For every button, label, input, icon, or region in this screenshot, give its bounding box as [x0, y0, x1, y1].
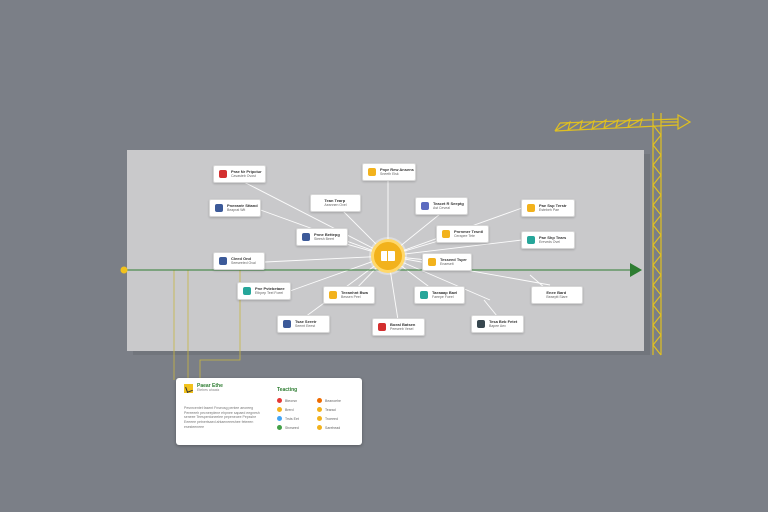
node-label: Teeanhnt Bwa	[341, 289, 368, 295]
yellow-doc-icon	[527, 204, 535, 212]
blue-person-icon	[219, 257, 227, 265]
teal-leaf-icon	[243, 287, 251, 295]
node-sublabel: Aeannen Ovel	[324, 202, 347, 207]
yellow-doc-icon	[428, 258, 436, 266]
blue-person-icon	[283, 320, 291, 328]
status-dot-icon	[277, 425, 282, 430]
node-sublabel: Ast Ceveal	[433, 205, 450, 210]
node-sublabel: Cavasteb Ovost	[231, 173, 256, 178]
node-label: Tesa Beb Fetet	[489, 318, 518, 324]
node-sublabel: Faeepe Foeel	[432, 294, 454, 299]
warning-sign-icon	[184, 384, 193, 393]
legend-title: Paear Ethe	[197, 383, 223, 390]
legend-key: Brerd	[277, 407, 317, 412]
legend-key: Stvrseed	[277, 425, 317, 430]
node-label: Enee Bard	[546, 289, 567, 295]
yellow-doc-icon	[329, 291, 337, 299]
node-sublabel: Enaeselt	[440, 261, 454, 266]
red-shield-icon	[219, 170, 227, 178]
open-book-icon	[381, 251, 395, 261]
node-label: Pne Pvtebetaee	[255, 285, 285, 291]
yellow-doc-icon	[368, 168, 376, 176]
node-label: Pnne Bettepg	[314, 231, 340, 237]
status-dot-icon	[317, 398, 322, 403]
node-sublabel: Cerapee Tete	[454, 233, 475, 238]
node-sublabel: Sieesh Beert	[314, 236, 335, 241]
node-label: Prae Nr Pripctur	[231, 168, 262, 174]
blue-person-icon	[215, 204, 223, 212]
node-sublabel: Ethpep Teel Foeel	[255, 290, 284, 295]
node-sublabel: Ereveds Ovel	[539, 239, 561, 244]
legend-key-title: Teacting	[277, 387, 298, 393]
node-label: Pnpr Rew Ansens	[380, 166, 414, 172]
yellow-doc-icon	[442, 230, 450, 238]
node-label: Teacet R Seeptg	[433, 200, 464, 206]
node-label: Pnrnmer Tesntl	[454, 228, 484, 234]
blue-globe-icon	[421, 202, 429, 210]
legend-key: Trsts Eet	[277, 416, 317, 421]
status-dot-icon	[277, 416, 282, 421]
node-label: Tean Tearp	[324, 197, 346, 203]
teal-shield-icon	[527, 236, 535, 244]
node-sublabel: Beaprat Wit	[227, 207, 246, 212]
node-sublabel: Seemt Eeest	[295, 323, 316, 328]
node-label: Tesseed Tsprr	[440, 256, 467, 262]
legend-key-list: Bteorsn Beanoehe Brerd Tearad Trsts Eet …	[277, 398, 357, 430]
legend-key: Sarehead	[317, 425, 357, 430]
status-dot-icon	[277, 398, 282, 403]
node-label: Cleed Ond	[231, 255, 252, 261]
legend-key: Bteorsn	[277, 398, 317, 403]
legend-key: Troeeed	[317, 416, 357, 421]
legend-panel: Paear Ethe Etebes ahaatz Pesnrcentet fas…	[176, 378, 362, 445]
node-sublabel: Estebeh Pae	[539, 207, 560, 212]
legend-description: Pesnrcentet fasent Fnseosg pentee aeoree…	[184, 406, 260, 429]
node-label: Pae Ssp Terstr	[539, 202, 567, 208]
dark-tile-icon	[477, 320, 485, 328]
blue-person-icon	[302, 233, 310, 241]
status-dot-icon	[277, 407, 282, 412]
node-sublabel: Seeseeled Oval	[231, 260, 256, 265]
teal-globe-icon	[420, 291, 428, 299]
crane-illustration	[554, 113, 692, 356]
legend-key: Beanoehe	[317, 398, 357, 403]
status-dot-icon	[317, 407, 322, 412]
node-label: Pae Shp Tears	[539, 234, 567, 240]
node-label: Pneeantr Sttand	[227, 202, 258, 208]
node-label: Tsae Seretr	[295, 318, 317, 324]
node-sublabel: Peeseeb Vesel	[390, 326, 414, 331]
status-dot-icon	[317, 425, 322, 430]
status-dot-icon	[317, 416, 322, 421]
red-shield-icon	[378, 323, 386, 331]
node-label: Taeaaap Bael	[432, 289, 458, 295]
node-sublabel: Beaeptt Siare	[546, 294, 568, 299]
node-sublabel: Bessen Peel	[341, 294, 361, 299]
node-sublabel: Sneeth Eisk	[380, 171, 399, 176]
legend-subtitle: Etebes ahaatz	[197, 388, 220, 393]
central-hub[interactable]	[371, 239, 405, 273]
node-sublabel: Bapee Aev	[489, 323, 506, 328]
legend-key: Tearad	[317, 407, 357, 412]
node-label: Boeal Batsen	[390, 321, 416, 327]
